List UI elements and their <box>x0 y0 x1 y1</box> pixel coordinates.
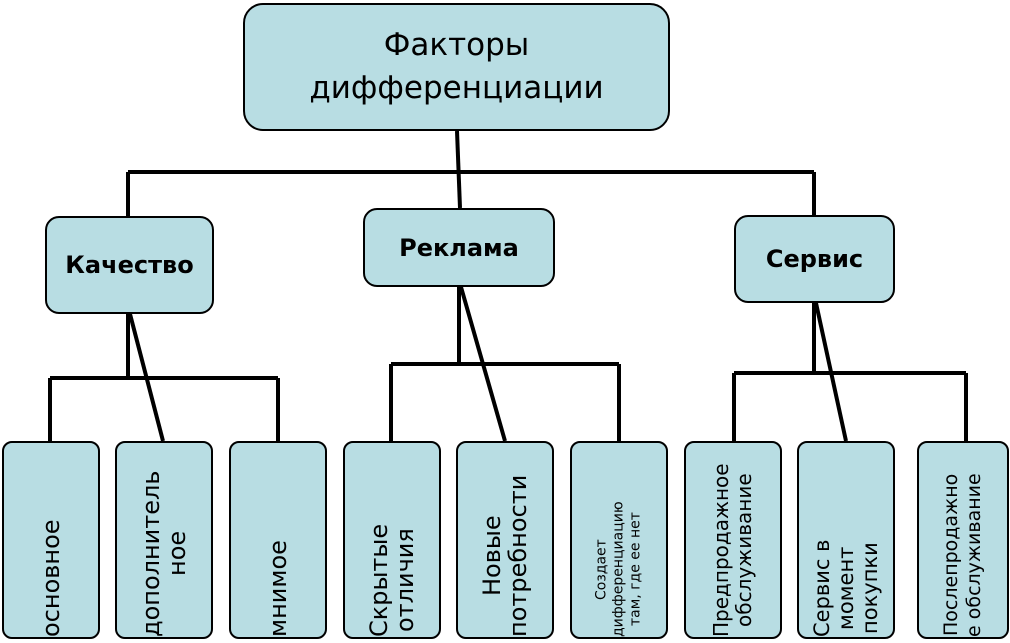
leaf-line: дифференциацию <box>610 501 627 637</box>
category-label: Качество <box>65 251 194 279</box>
category-advertising: Реклама <box>363 208 555 287</box>
leaf-imaginary: мнимое <box>229 441 327 639</box>
leaf-line: Предпродажное <box>709 463 733 637</box>
leaf-line: отличия <box>391 528 419 633</box>
connector-service-diagonal <box>814 302 848 442</box>
connector-root-stem <box>455 130 462 209</box>
leaf-aftersale-service: Послепродажно е обслуживание <box>917 441 1009 639</box>
leaf-line: обслуживание <box>732 473 756 628</box>
leaf-basic: основное <box>2 441 100 639</box>
leaf-line: Создает <box>593 538 610 600</box>
category-service: Сервис <box>734 215 895 303</box>
leaf-line: Сервис в <box>810 539 834 637</box>
connector-quality-diagonal <box>128 313 165 442</box>
leaf-line: там, где ее нет <box>627 512 644 627</box>
leaf-line: потребности <box>504 474 532 637</box>
leaf-additional: дополнитель ное <box>115 441 213 639</box>
leaf-line: момент <box>834 546 858 630</box>
root-title-line1: Факторы <box>383 27 530 63</box>
leaf-line: Скрытые <box>365 523 393 637</box>
leaf-line: дополнитель <box>137 470 165 637</box>
leaf-line: Послепродажно <box>940 474 962 637</box>
leaf-line: ное <box>163 531 191 577</box>
root-node: Факторы дифференциации <box>243 3 670 131</box>
leaf-hidden-differences: Скрытые отличия <box>343 441 441 639</box>
leaf-line: мнимое <box>264 540 292 637</box>
leaf-service-at-purchase: Сервис в момент покупки <box>797 441 895 639</box>
root-title-line2: дифференциации <box>309 70 604 106</box>
leaf-new-needs: Новые потребности <box>456 441 554 639</box>
leaf-presale-service: Предпродажное обслуживание <box>684 441 782 639</box>
leaf-line: е обслуживание <box>963 473 985 637</box>
leaf-creates-differentiation: Создает дифференциацию там, где ее нет <box>570 441 668 639</box>
connector-ads-diagonal <box>459 286 507 442</box>
leaf-line: Новые <box>478 515 506 597</box>
leaf-line: покупки <box>858 542 882 635</box>
leaf-line: основное <box>37 519 65 637</box>
category-quality: Качество <box>45 216 214 314</box>
category-label: Сервис <box>765 245 864 273</box>
category-label: Реклама <box>399 233 519 262</box>
